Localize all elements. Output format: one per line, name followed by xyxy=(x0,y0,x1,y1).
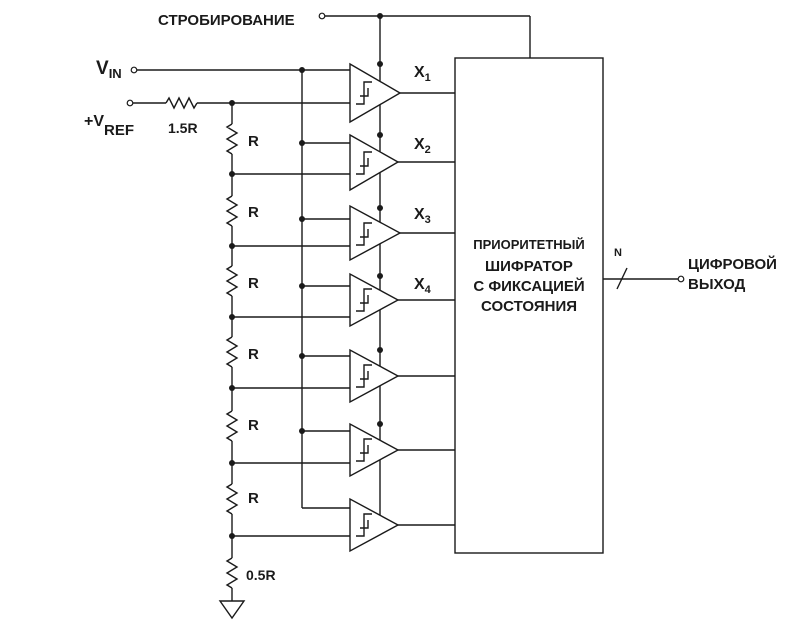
resistor-r6 xyxy=(225,483,239,515)
resistor-r1 xyxy=(225,123,239,155)
vref-label: +VREF xyxy=(84,113,134,139)
resistor-r2-label: R xyxy=(248,204,259,221)
output-x1-label: X1 xyxy=(414,64,431,84)
resistor-r3 xyxy=(225,265,239,297)
output-x3-label: X3 xyxy=(414,206,431,226)
comparator-4 xyxy=(349,272,455,328)
encoder-line-3: С ФИКСАЦИЕЙ xyxy=(473,277,584,295)
digital-output: N ЦИФРОВОЙ ВЫХОД xyxy=(603,247,777,293)
resistor-r5-label: R xyxy=(248,417,259,434)
output-label-line-2: ВЫХОД xyxy=(688,276,746,293)
resistor-0-5r xyxy=(225,557,239,589)
comparator-7 xyxy=(349,497,455,553)
ladder-taps xyxy=(229,100,350,539)
comparator-5 xyxy=(349,348,455,404)
vref-terminal xyxy=(126,99,134,107)
vin-terminal xyxy=(130,66,138,74)
resistor-r3-label: R xyxy=(248,275,259,292)
resistor-0-5r-label: 0.5R xyxy=(246,567,276,583)
comparator-3 xyxy=(349,204,455,262)
resistor-r4 xyxy=(225,336,239,368)
output-x2-label: X2 xyxy=(414,136,431,156)
ground-symbol xyxy=(218,600,246,620)
vref-input: +VREF 1.5R xyxy=(84,96,232,139)
resistor-r1-label: R xyxy=(248,133,259,150)
resistor-r6-label: R xyxy=(248,490,259,507)
resistor-ladder: R R R R R R 0.5R xyxy=(218,103,276,620)
strobe-label: СТРОБИРОВАНИЕ xyxy=(158,12,295,29)
bus-slash xyxy=(616,267,628,290)
strobe-terminal xyxy=(318,12,326,20)
strobe-dots xyxy=(377,61,383,427)
vin-input: VIN xyxy=(96,58,350,508)
resistor-r4-label: R xyxy=(248,346,259,363)
encoder-line-1: ПРИОРИТЕТНЫЙ xyxy=(473,237,585,252)
comparator-2 xyxy=(349,133,455,192)
vin-taps xyxy=(299,140,350,509)
resistor-1-5r xyxy=(165,96,198,110)
output-label-line-1: ЦИФРОВОЙ xyxy=(688,255,777,273)
resistor-r2 xyxy=(225,195,239,227)
resistor-1-5r-label: 1.5R xyxy=(168,120,198,136)
output-terminal xyxy=(677,275,685,283)
resistor-r5 xyxy=(225,410,239,442)
encoder-line-2: ШИФРАТОР xyxy=(485,258,573,275)
vin-label: VIN xyxy=(96,58,122,81)
comparator-1 xyxy=(349,62,455,124)
comparator-6 xyxy=(349,422,455,478)
priority-encoder-block: ПРИОРИТЕТНЫЙ ШИФРАТОР С ФИКСАЦИЕЙ СОСТОЯ… xyxy=(454,57,604,554)
bus-width-label: N xyxy=(614,247,622,259)
output-x4-label: X4 xyxy=(414,276,432,296)
encoder-line-4: СОСТОЯНИЯ xyxy=(481,298,577,315)
